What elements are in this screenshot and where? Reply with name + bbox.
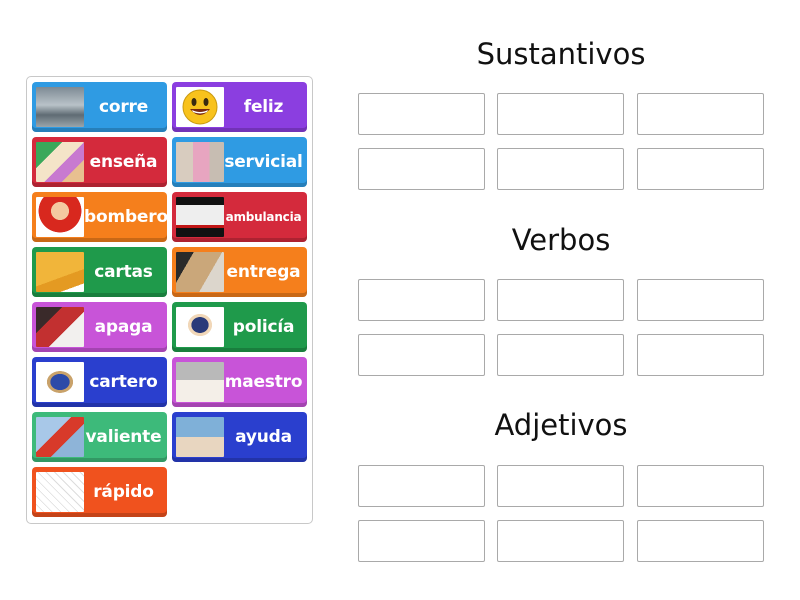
tile-label: corre (98, 97, 149, 117)
tile-label: cartero (89, 372, 158, 392)
word-tile-maestro[interactable]: maestro (172, 357, 307, 407)
package-delivery-image (176, 252, 224, 292)
drop-slot-verbos-5[interactable] (497, 334, 624, 376)
tile-label: rápido (93, 482, 154, 502)
teacher-classroom-image (176, 362, 224, 402)
drop-slot-sustantivos-6[interactable] (637, 148, 764, 190)
fire-extinguisher-image (36, 307, 84, 347)
tile-label: cartas (94, 262, 153, 282)
tile-label: bombero (84, 207, 168, 227)
word-tile-cartas[interactable]: cartas (32, 247, 167, 297)
drop-slot-verbos-1[interactable] (358, 279, 485, 321)
drop-slot-sustantivos-5[interactable] (497, 148, 624, 190)
drop-slot-verbos-6[interactable] (637, 334, 764, 376)
word-tile-feliz[interactable]: feliz (172, 82, 307, 132)
drop-slot-verbos-2[interactable] (497, 279, 624, 321)
drop-slot-sustantivos-1[interactable] (358, 93, 485, 135)
word-tile-bombero[interactable]: bombero (32, 192, 168, 242)
drop-slot-sustantivos-3[interactable] (637, 93, 764, 135)
drop-slot-adjetivos-2[interactable] (497, 465, 624, 507)
tile-label: enseña (89, 152, 158, 172)
police-officer-cartoon-image (176, 307, 224, 347)
drop-slot-adjetivos-3[interactable] (637, 465, 764, 507)
ambulance-image (176, 197, 224, 237)
crossing-guard-image (176, 417, 224, 457)
superhero-child-image (36, 417, 84, 457)
drop-slot-verbos-3[interactable] (637, 279, 764, 321)
drop-slot-verbos-4[interactable] (358, 334, 485, 376)
drop-slot-adjetivos-5[interactable] (497, 520, 624, 562)
teacher-with-children-image (36, 142, 84, 182)
flooded-street-photo-image (36, 87, 84, 127)
category-title-verbos: Verbos (511, 223, 611, 257)
running-sketch-image (36, 472, 84, 512)
tile-label: policía (232, 317, 295, 337)
tile-label: entrega (226, 262, 301, 282)
category-title-sustantivos: Sustantivos (476, 37, 646, 71)
word-tile-ambulancia[interactable]: ambulancia (172, 192, 307, 242)
tile-label: apaga (94, 317, 153, 337)
smiley-face-image (176, 87, 224, 127)
word-tile-corre[interactable]: corre (32, 82, 167, 132)
word-tile-apaga[interactable]: apaga (32, 302, 167, 352)
firefighter-cartoon-image (36, 197, 84, 237)
tile-label: ayuda (235, 427, 292, 447)
tile-label: servicial (224, 152, 303, 172)
drop-slot-adjetivos-1[interactable] (358, 465, 485, 507)
word-tile-entrega[interactable]: entrega (172, 247, 307, 297)
drop-slot-sustantivos-2[interactable] (497, 93, 624, 135)
word-tile-ensena[interactable]: enseña (32, 137, 167, 187)
tile-label: valiente (85, 427, 162, 447)
mail-carrier-cartoon-image (36, 362, 84, 402)
word-tile-valiente[interactable]: valiente (32, 412, 167, 462)
tile-label: ambulancia (225, 210, 302, 224)
word-tile-policia[interactable]: policía (172, 302, 307, 352)
tile-label: feliz (243, 97, 284, 117)
nurse-helping-patient-image (176, 142, 224, 182)
word-tile-servicial[interactable]: servicial (172, 137, 307, 187)
category-title-adjetivos: Adjetivos (494, 408, 628, 442)
word-tile-rapido[interactable]: rápido (32, 467, 167, 517)
drop-slot-sustantivos-4[interactable] (358, 148, 485, 190)
word-tile-cartero[interactable]: cartero (32, 357, 167, 407)
drop-slot-adjetivos-6[interactable] (637, 520, 764, 562)
word-tile-ayuda[interactable]: ayuda (172, 412, 307, 462)
envelopes-image (36, 252, 84, 292)
drop-slot-adjetivos-4[interactable] (358, 520, 485, 562)
tile-label: maestro (224, 372, 303, 392)
